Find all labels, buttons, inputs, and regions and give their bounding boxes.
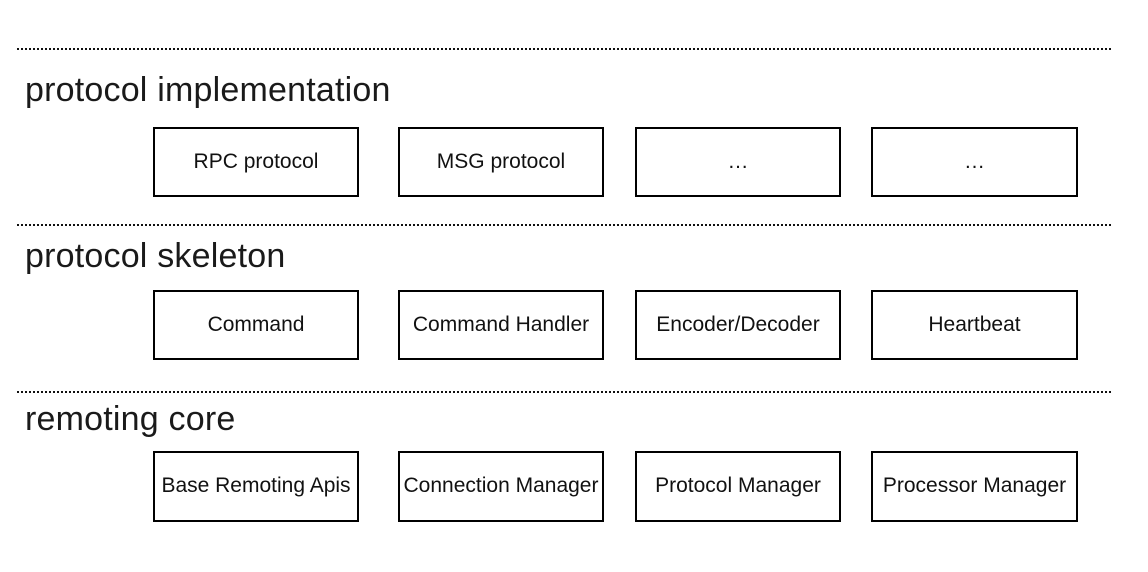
box-label: Connection Manager bbox=[403, 474, 599, 498]
box-label: Encoder/Decoder bbox=[656, 312, 820, 336]
box-label: Command Handler bbox=[412, 312, 590, 336]
box-rpc-protocol: RPC protocol bbox=[153, 127, 359, 197]
box-label: Command bbox=[207, 312, 305, 336]
box-label: … bbox=[727, 149, 749, 173]
box-ellipsis-1: … bbox=[635, 127, 841, 197]
box-heartbeat: Heartbeat bbox=[871, 290, 1078, 360]
box-ellipsis-2: … bbox=[871, 127, 1078, 197]
box-base-remoting-apis: Base Remoting Apis bbox=[153, 451, 359, 522]
layer-divider bbox=[17, 48, 1113, 50]
box-label: RPC protocol bbox=[193, 149, 319, 173]
box-label: Protocol Manager bbox=[655, 474, 821, 498]
layer-title-protocol-implementation: protocol implementation bbox=[25, 71, 391, 109]
box-processor-manager: Processor Manager bbox=[871, 451, 1078, 522]
box-label: Processor Manager bbox=[882, 474, 1067, 498]
box-command-handler: Command Handler bbox=[398, 290, 604, 360]
layer-title-protocol-skeleton: protocol skeleton bbox=[25, 237, 286, 275]
layer-title-remoting-core: remoting core bbox=[25, 400, 236, 438]
box-protocol-manager: Protocol Manager bbox=[635, 451, 841, 522]
box-label: Base Remoting Apis bbox=[161, 474, 351, 498]
box-msg-protocol: MSG protocol bbox=[398, 127, 604, 197]
box-command: Command bbox=[153, 290, 359, 360]
layer-divider bbox=[17, 391, 1113, 393]
box-label: Heartbeat bbox=[928, 312, 1021, 336]
box-label: MSG protocol bbox=[436, 149, 566, 173]
box-connection-manager: Connection Manager bbox=[398, 451, 604, 522]
layer-divider bbox=[17, 224, 1113, 226]
box-label: … bbox=[964, 149, 985, 173]
box-encoder-decoder: Encoder/Decoder bbox=[635, 290, 841, 360]
